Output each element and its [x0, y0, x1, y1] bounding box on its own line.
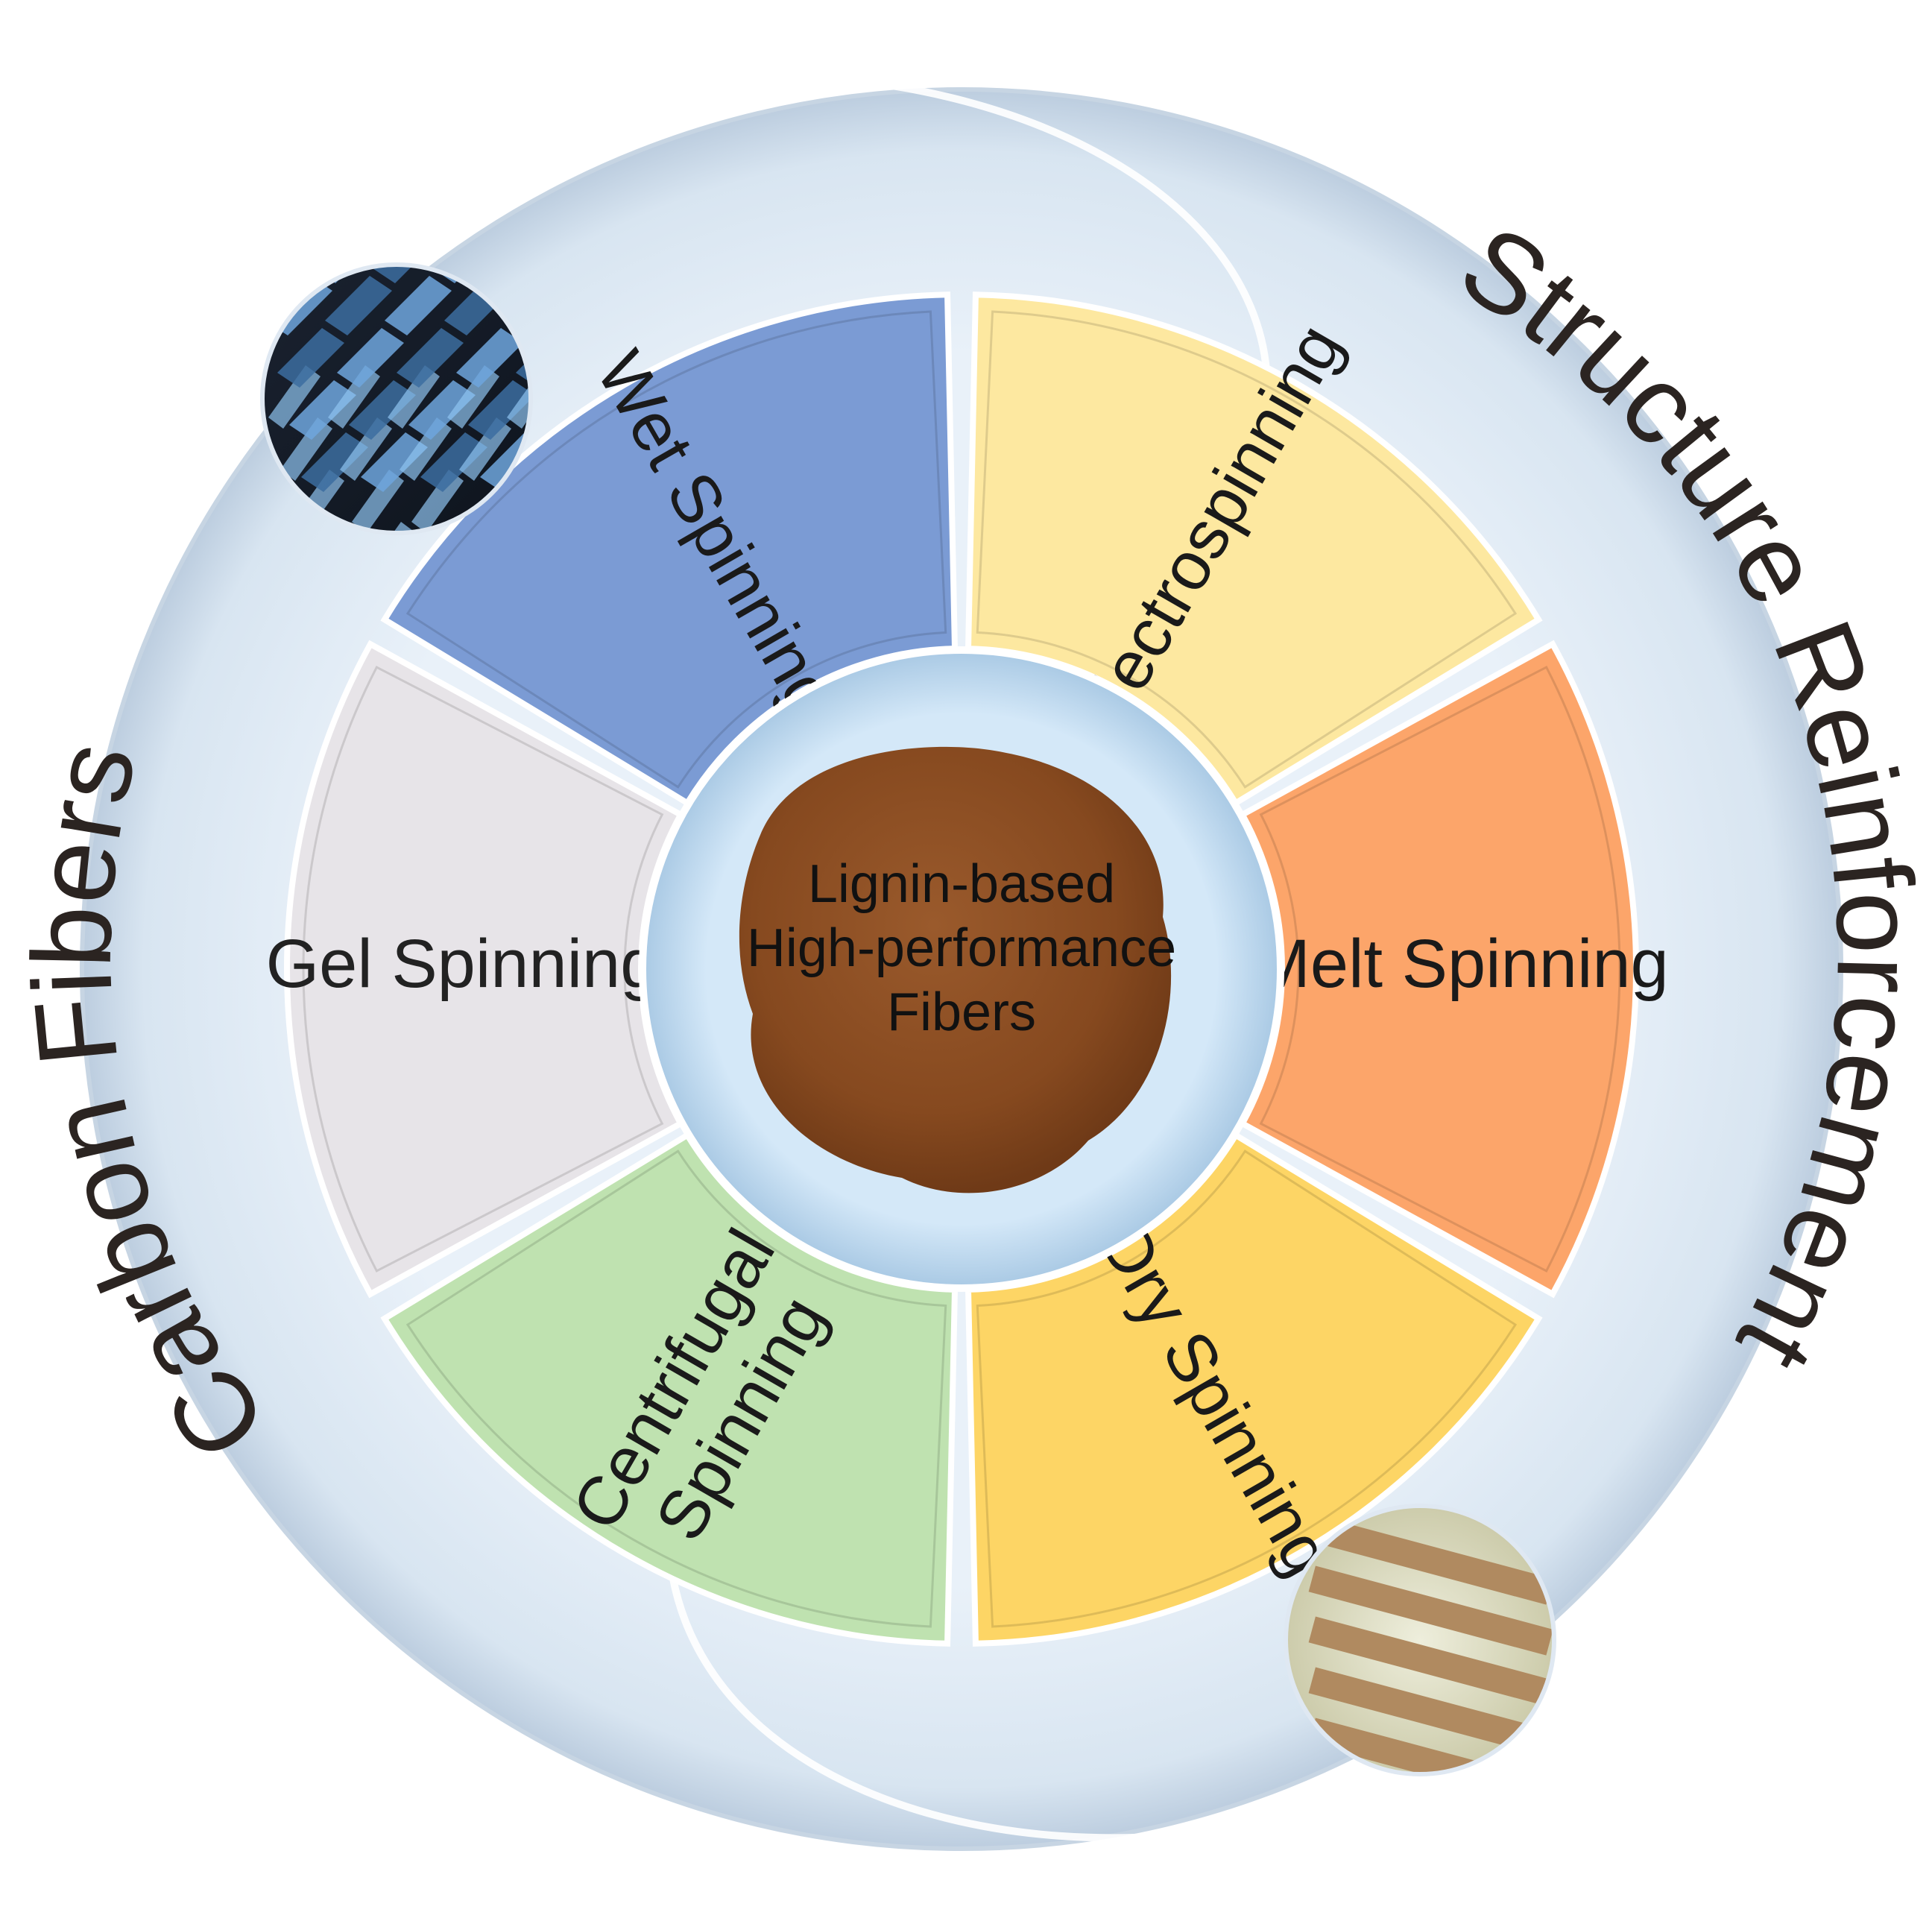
center-title-line: High-performance — [747, 918, 1176, 978]
carbon-fiber-strand — [459, 417, 511, 481]
segment-bevel-electrospinning — [976, 310, 1518, 789]
segment-bevel-centrifugal-spinning — [405, 1149, 947, 1628]
carbon-fiber-strand — [289, 380, 356, 440]
carbon-fiber-strand — [507, 365, 529, 429]
reinforcement-strip — [1308, 1515, 1553, 1605]
swoosh-arc-top — [566, 70, 1271, 388]
carbon-fiber-strand — [385, 276, 452, 335]
carbon-fiber-strand — [408, 380, 476, 440]
carbon-fiber-strand — [456, 328, 523, 388]
reinforcement-strip — [1308, 1667, 1553, 1757]
carbon-fiber-strand — [340, 417, 392, 481]
carbon-fiber-strand — [373, 266, 440, 283]
carbon-fiber-strand — [400, 417, 452, 481]
segment-label-gel-spinning: Gel Spinning — [266, 926, 659, 1002]
carbon-fiber-strand — [411, 470, 464, 532]
segment-bevel-dry-spinning — [976, 1149, 1518, 1628]
carbon-fiber-strand — [268, 365, 321, 429]
segment-bevel-melt-spinning — [1259, 665, 1621, 1273]
carbon-fiber-strand — [447, 365, 499, 429]
segment-bevel-gel-spinning — [302, 665, 664, 1273]
carbon-fiber-strand — [397, 328, 464, 388]
segment-bevel-wet-spinning — [405, 310, 947, 789]
center-title-line: Fibers — [887, 983, 1036, 1042]
reinforcement-strip — [1308, 1616, 1553, 1706]
reinforcement-strip — [1308, 1565, 1553, 1656]
carbon-fiber-strand — [277, 328, 344, 388]
carbon-fiber-strand — [264, 266, 321, 283]
carbon-fiber-strand — [301, 432, 368, 492]
reinforcement-strip — [1308, 1718, 1553, 1773]
swoosh-arc-bottom — [667, 1565, 1418, 1842]
carbon-fiber-strand — [337, 328, 404, 388]
carbon-fiber-strand — [420, 432, 487, 492]
reinforcement-strips-photo — [1284, 1504, 1556, 1776]
carbon-fiber-strand — [325, 276, 392, 335]
lignin-powder-image — [739, 746, 1172, 1193]
center-title-line: Lignin-based — [808, 854, 1115, 914]
carbon-fiber-strand — [388, 365, 440, 429]
carbon-fiber-strand — [361, 432, 428, 492]
carbon-fiber-strand — [280, 417, 332, 481]
carbon-fiber-strand — [352, 470, 404, 532]
carbon-fiber-strand — [468, 380, 529, 440]
carbon-fiber-strand — [349, 380, 416, 440]
segment-label-melt-spinning: Melt Spinning — [1253, 926, 1668, 1002]
carbon-fiber-strand — [328, 365, 380, 429]
